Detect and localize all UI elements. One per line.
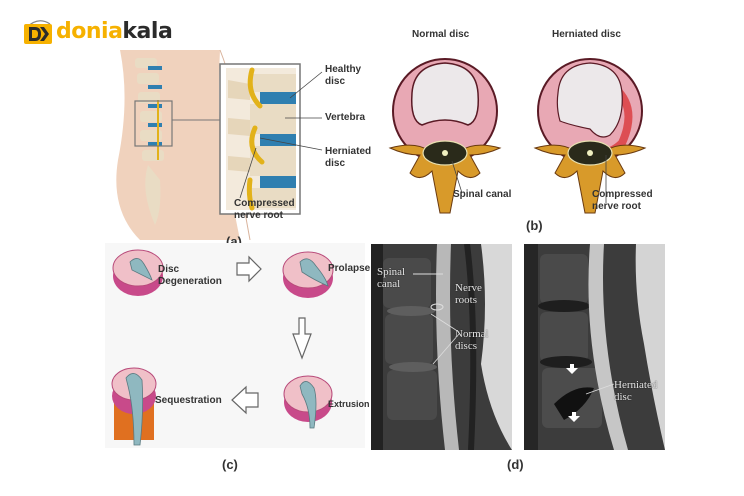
title-normal-disc: Normal disc xyxy=(412,29,470,40)
lumbar-spine-illustration xyxy=(116,49,323,240)
extrusion-drawing xyxy=(283,375,333,429)
caption-c: (c) xyxy=(222,457,238,472)
caption-b: (b) xyxy=(526,218,543,233)
panel-a: Healthy disc Vertebra Herniated disc Com… xyxy=(100,40,372,249)
label-healthy-disc: Healthy disc xyxy=(325,64,362,87)
prolapse-drawing xyxy=(282,251,334,298)
mri-label-spinal-canal: Spinal canal xyxy=(377,266,406,290)
title-herniated-disc: Herniated disc xyxy=(552,29,621,40)
disc-degeneration-drawing xyxy=(112,249,164,296)
mri-herniated: Herniated disc xyxy=(524,244,665,450)
disc-cross-sections xyxy=(388,58,647,214)
panel-b: Normal disc Herniated disc Spinal canal … xyxy=(370,25,670,240)
label-compressed-nerve-root: Compressed nerve root xyxy=(234,198,295,221)
logo-text-kala: kala xyxy=(122,18,173,44)
normal-disc-drawing xyxy=(388,58,502,214)
logo-mark-icon xyxy=(22,16,54,46)
label-vertebra: Vertebra xyxy=(325,112,366,123)
mri-label-normal-discs: Normal discs xyxy=(455,328,489,352)
mri-herniated-image xyxy=(524,244,665,450)
label-extrusion: Extrusion xyxy=(328,399,370,409)
arrow-right-icon xyxy=(236,255,262,283)
disc-stage-drawings xyxy=(111,249,334,446)
label-herniated-disc: Herniated disc xyxy=(325,146,372,169)
mri-label-nerve-roots: Nerve roots xyxy=(455,282,482,306)
sequestration-drawing xyxy=(111,367,157,446)
mri-label-herniated-disc: Herniated disc xyxy=(614,379,658,403)
label-prolapse: Prolapse xyxy=(328,263,371,274)
label-spinal-canal: Spinal canal xyxy=(453,189,512,200)
caption-d: (d) xyxy=(507,457,524,472)
arrow-left-icon xyxy=(231,385,259,415)
label-compressed-nerve-root-b: Compressed nerve root xyxy=(592,189,653,212)
mri-normal-image xyxy=(371,244,512,450)
label-disc-degeneration: Disc Degeneration xyxy=(158,264,222,287)
arrow-down-icon xyxy=(292,317,312,360)
herniated-disc-drawing xyxy=(533,58,647,214)
mri-normal: Spinal canal Nerve roots Normal discs xyxy=(371,244,512,450)
label-sequestration: Sequestration xyxy=(155,395,222,406)
logo-text-donia: donia xyxy=(56,18,123,44)
